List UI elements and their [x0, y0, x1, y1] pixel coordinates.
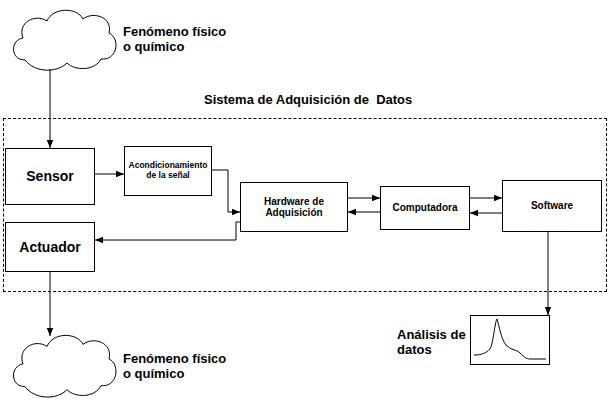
node-label: Software: [529, 200, 575, 212]
node-heading: Fenómeno físico o químico: [123, 352, 235, 382]
flow-arrow: [95, 174, 124, 175]
cloud-outline: [5, 330, 120, 400]
computer-box: Computadora: [380, 186, 470, 230]
node-heading: Sistema de Adquisición de Datos: [204, 93, 504, 108]
node-label: Computadora: [391, 202, 460, 214]
flow-arrow: [470, 198, 502, 199]
analysis-chart: Análisis de datos: [470, 315, 550, 365]
acquisition-box: Hardware de Adquisición: [240, 182, 348, 232]
node-heading: Análisis de datos: [397, 328, 467, 358]
node-label: Actuador: [17, 239, 82, 255]
flow-arrow: [50, 272, 51, 336]
flow-arrow: [50, 69, 51, 148]
conditioning-box: Acondicionamiento de la señal: [124, 146, 212, 196]
flow-arrow: [212, 170, 240, 212]
sensor-box: Sensor: [5, 148, 95, 205]
node-label: Acondicionamiento de la señal: [125, 161, 211, 181]
software-box: Software: [502, 180, 602, 232]
flow-arrow: [348, 212, 380, 213]
phenomenon-cloud: Fenómeno físico o químico: [5, 5, 120, 73]
flow-arrow: [348, 198, 380, 199]
cloud-path: [13, 335, 115, 397]
node-label: Hardware de Adquisición: [241, 196, 347, 219]
system-boundary: Sistema de Adquisición de DatosSensorAco…: [3, 118, 607, 292]
cloud-outline: [5, 5, 120, 73]
actuator-box: Actuador: [5, 222, 95, 272]
chart-curve: [470, 315, 550, 365]
flow-arrow: [95, 222, 240, 240]
signal-line: [474, 319, 546, 359]
node-label: Sensor: [24, 168, 75, 184]
flow-arrow: [470, 213, 502, 214]
node-heading: Fenómeno físico o químico: [123, 25, 235, 55]
cloud-path: [13, 10, 115, 70]
flow-arrow: [548, 232, 549, 315]
phenomenon-cloud: Fenómeno físico o químico: [5, 330, 120, 400]
